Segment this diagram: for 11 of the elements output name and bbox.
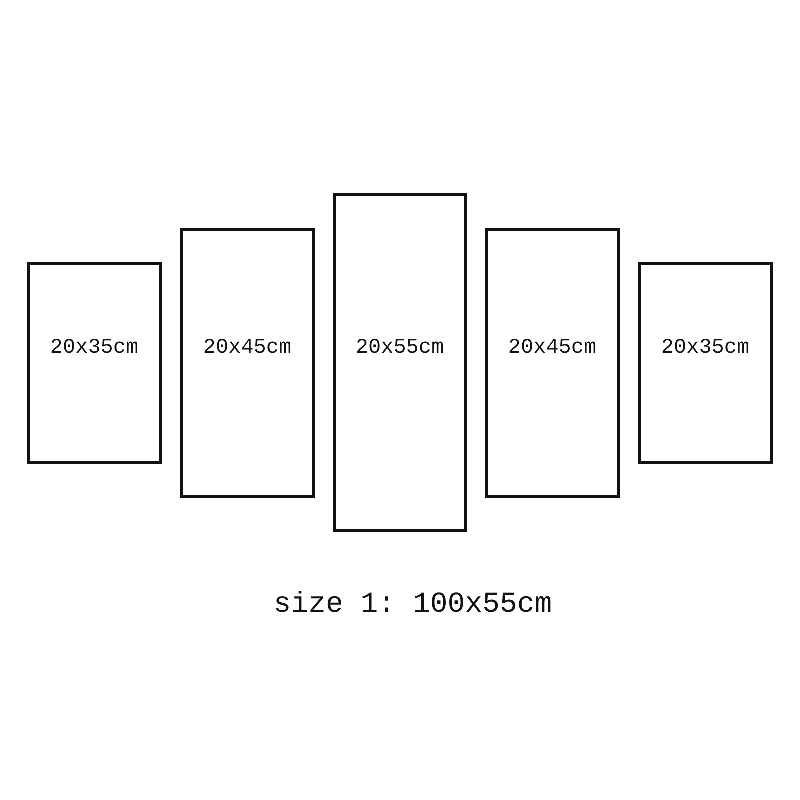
panel-outline [180, 228, 315, 498]
panel-outline [485, 228, 620, 498]
caption: size 1: 100x55cm [272, 588, 554, 621]
panel-outline [27, 262, 162, 464]
size-label: 20x35cm [49, 337, 140, 360]
size-label: 20x45cm [507, 337, 598, 360]
panel-outline [638, 262, 773, 464]
size-label: 20x35cm [660, 337, 751, 360]
size-label: 20x55cm [354, 337, 446, 360]
size-label: 20x45cm [202, 337, 293, 360]
panel-outline [333, 193, 467, 532]
